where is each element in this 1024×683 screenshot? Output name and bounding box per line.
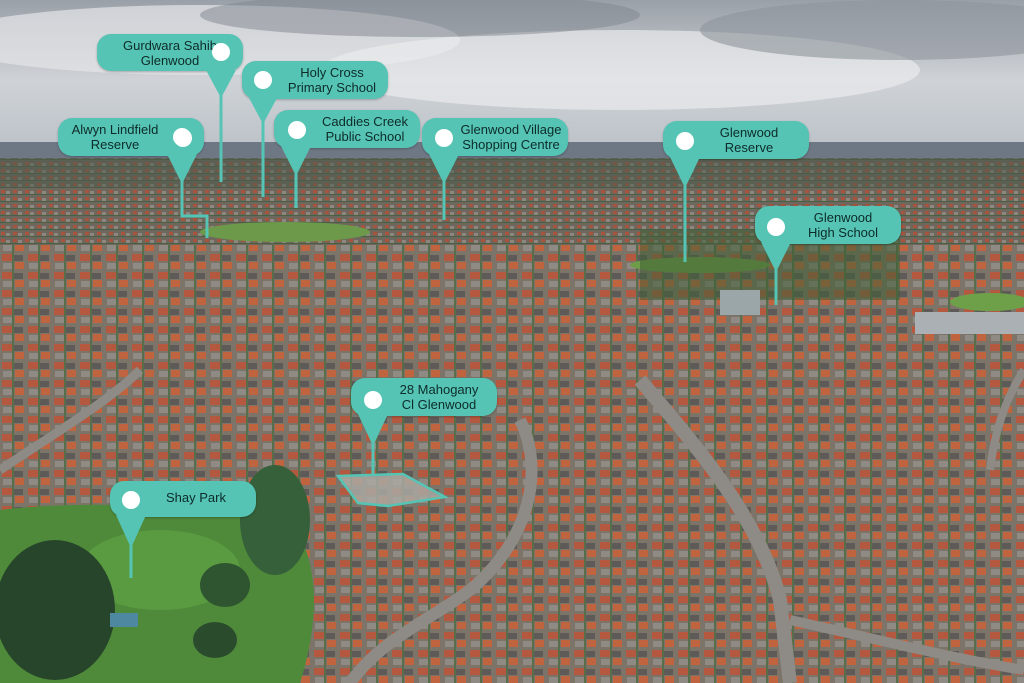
marker-dot-icon bbox=[288, 121, 306, 139]
marker-dot-icon bbox=[767, 218, 785, 236]
marker-label: Glenwood Village Shopping Centre bbox=[460, 122, 562, 152]
marker-dot-icon bbox=[122, 491, 140, 509]
marker-label: Shay Park bbox=[166, 490, 226, 505]
marker-caddies-creek-school[interactable]: Caddies Creek Public School bbox=[274, 110, 420, 148]
marker-dot-icon bbox=[254, 71, 272, 89]
marker-shay-park[interactable]: Shay Park bbox=[110, 481, 256, 517]
marker-label: Caddies Creek Public School bbox=[322, 114, 408, 144]
marker-dot-icon bbox=[364, 391, 382, 409]
marker-glenwood-village-shopping[interactable]: Glenwood Village Shopping Centre bbox=[422, 118, 568, 156]
marker-label: Gurdwara Sahib Glenwood bbox=[123, 38, 217, 68]
marker-holy-cross-school[interactable]: Holy Cross Primary School bbox=[242, 61, 388, 99]
marker-label: 28 Mahogany Cl Glenwood bbox=[399, 382, 479, 412]
marker-dot-icon bbox=[435, 129, 453, 147]
marker-label: Glenwood Reserve bbox=[719, 125, 779, 155]
marker-glenwood-reserve[interactable]: Glenwood Reserve bbox=[663, 121, 809, 159]
marker-label: Holy Cross Primary School bbox=[287, 65, 377, 95]
marker-glenwood-high-school[interactable]: Glenwood High School bbox=[755, 206, 901, 244]
marker-28-mahogany-cl[interactable]: 28 Mahogany Cl Glenwood bbox=[351, 378, 497, 416]
marker-label: Glenwood High School bbox=[807, 210, 879, 240]
marker-label: Alwyn Lindfield Reserve bbox=[71, 122, 159, 152]
marker-dot-icon bbox=[676, 132, 694, 150]
